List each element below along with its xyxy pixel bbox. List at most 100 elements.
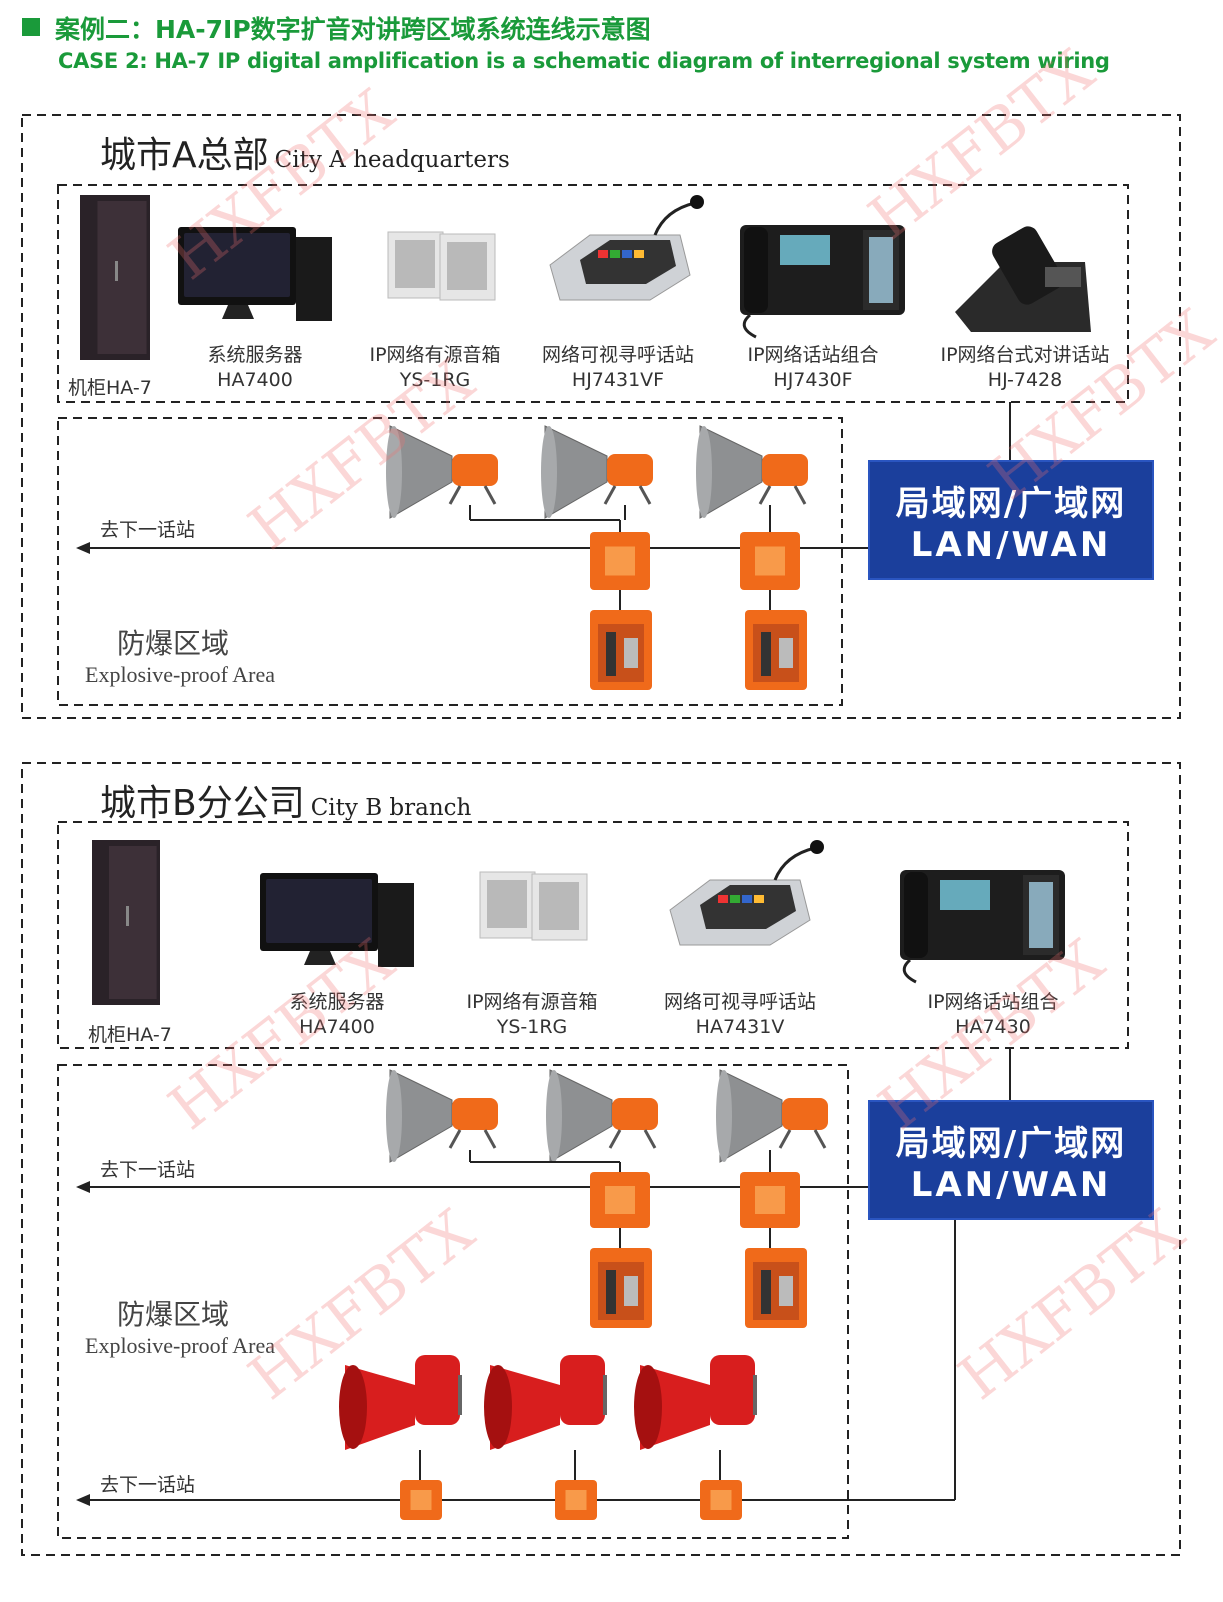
city-b-next-station-label: 去下一话站 (100, 1159, 196, 1181)
device-name: 网络可视寻呼话站 (663, 991, 817, 1013)
device-name: 系统服务器 (207, 344, 303, 366)
cord (742, 313, 757, 339)
lan-label-en: LAN/WAN (910, 1165, 1112, 1205)
junction-box-icon (590, 532, 650, 590)
screen (184, 233, 290, 297)
keypad (779, 1276, 793, 1306)
ip-phone-combo-icon (900, 870, 1065, 984)
paging-station-icon (669, 840, 824, 946)
horn-driver (782, 1098, 828, 1130)
screen-tile (730, 895, 740, 903)
device-name: 网络可视寻呼话站 (541, 344, 695, 366)
lan-label-zh: 局域网/广域网 (895, 1124, 1127, 1164)
handset (606, 632, 616, 676)
page-subtitle: CASE 2: HA-7 IP digital amplification is… (58, 49, 1110, 73)
city-a-device-label: 网络可视寻呼话站 HJ7431VF (542, 343, 694, 393)
device-model: YS-1RG (496, 1016, 568, 1038)
horn-speaker-icon (696, 425, 808, 519)
city-a-explosive-area (57, 417, 843, 706)
screen-tile (634, 250, 644, 258)
gooseneck (653, 201, 696, 236)
device-model: YS-1RG (399, 369, 471, 391)
horn-driver (607, 454, 653, 486)
device-model: HJ7431VF (571, 369, 665, 391)
cord (902, 958, 917, 984)
city-a-title-en: City A headquarters (274, 147, 510, 173)
lan-label-en: LAN/WAN (910, 525, 1112, 565)
microphone-icon (690, 195, 704, 209)
zone-label-en: Explosive-proof Area (85, 1333, 275, 1358)
junction-lid (710, 1490, 732, 1510)
explosion-proof-phone-icon (590, 1248, 652, 1328)
device-name: IP网络有源音箱 (466, 991, 598, 1013)
server-computer-icon (260, 873, 414, 967)
device-name: IP网络有源音箱 (369, 344, 501, 366)
bracket (448, 485, 497, 505)
arrow-head-icon (76, 542, 90, 554)
city-b-device-area (57, 821, 1129, 1049)
screen-tile (622, 250, 632, 258)
alarm-horn-icon (634, 1355, 757, 1450)
phone-screen (780, 235, 830, 265)
stand (222, 305, 254, 319)
city-b-device-label: IP网络有源音箱 YS-1RG (466, 990, 597, 1040)
device-model: HA7400 (217, 369, 293, 391)
explosion-proof-phone-icon (590, 610, 652, 690)
junction-lid (565, 1490, 587, 1510)
device-model: HA7430 (955, 1016, 1031, 1038)
junction-lid (605, 546, 635, 576)
junction-box-icon (590, 1172, 650, 1228)
ip-phone-combo-icon (740, 225, 905, 339)
junction-box-icon (740, 1172, 800, 1228)
device-name: IP网络话站组合 (747, 344, 879, 366)
zone-label-en: Explosive-proof Area (85, 662, 275, 687)
title-square-icon (22, 18, 40, 36)
cabinet-handle (115, 261, 118, 281)
alarm-horn-icon (484, 1355, 607, 1450)
alarm-horn-icon (339, 1355, 462, 1450)
speaker-grille (447, 242, 487, 290)
screen-tile (718, 895, 728, 903)
page-title: 案例二：HA-7IP数字扩音对讲跨区域系统连线示意图 (55, 15, 651, 44)
zone-label-zh: 防爆区域 (117, 627, 230, 660)
city-a-title-zh: 城市A总部 (100, 135, 269, 176)
keypad (624, 638, 638, 668)
handset (761, 1270, 771, 1314)
screen-tile (598, 250, 608, 258)
cabinet-door (109, 846, 157, 999)
phone-screen (1045, 267, 1081, 287)
horn-mouth (541, 426, 557, 518)
cabinet-handle (126, 906, 129, 926)
horn-mouth (696, 426, 712, 518)
explosion-proof-phone-icon (745, 1248, 807, 1328)
handset (744, 227, 768, 313)
city-b-region (21, 762, 1181, 1556)
speaker-icon (479, 871, 588, 941)
junction-box-icon (555, 1480, 597, 1520)
screen (266, 879, 372, 943)
horn-speaker-icon (386, 425, 498, 519)
junction-lid (410, 1490, 432, 1510)
bracket (603, 485, 652, 505)
horn-speaker-icon (386, 1069, 498, 1163)
horn-driver (452, 1098, 498, 1130)
junction-lid (755, 1186, 785, 1214)
city-b-title-en: City B branch (310, 795, 472, 821)
screen-tile (754, 895, 764, 903)
arrow-head-icon (76, 1494, 90, 1506)
device-model: HA7431V (695, 1016, 785, 1038)
stand (304, 951, 336, 965)
microphone-icon (810, 840, 824, 854)
bracket (778, 1129, 827, 1149)
lan-label-zh: 局域网/广域网 (895, 484, 1127, 524)
alarm-mouth (484, 1365, 512, 1449)
city-a-next-station-label: 去下一话站 (100, 519, 196, 541)
city-b-explosive-area (57, 1064, 849, 1539)
arrow-head-icon (76, 1181, 90, 1193)
city-b-cabinet-label: 机柜HA-7 (88, 1024, 172, 1046)
